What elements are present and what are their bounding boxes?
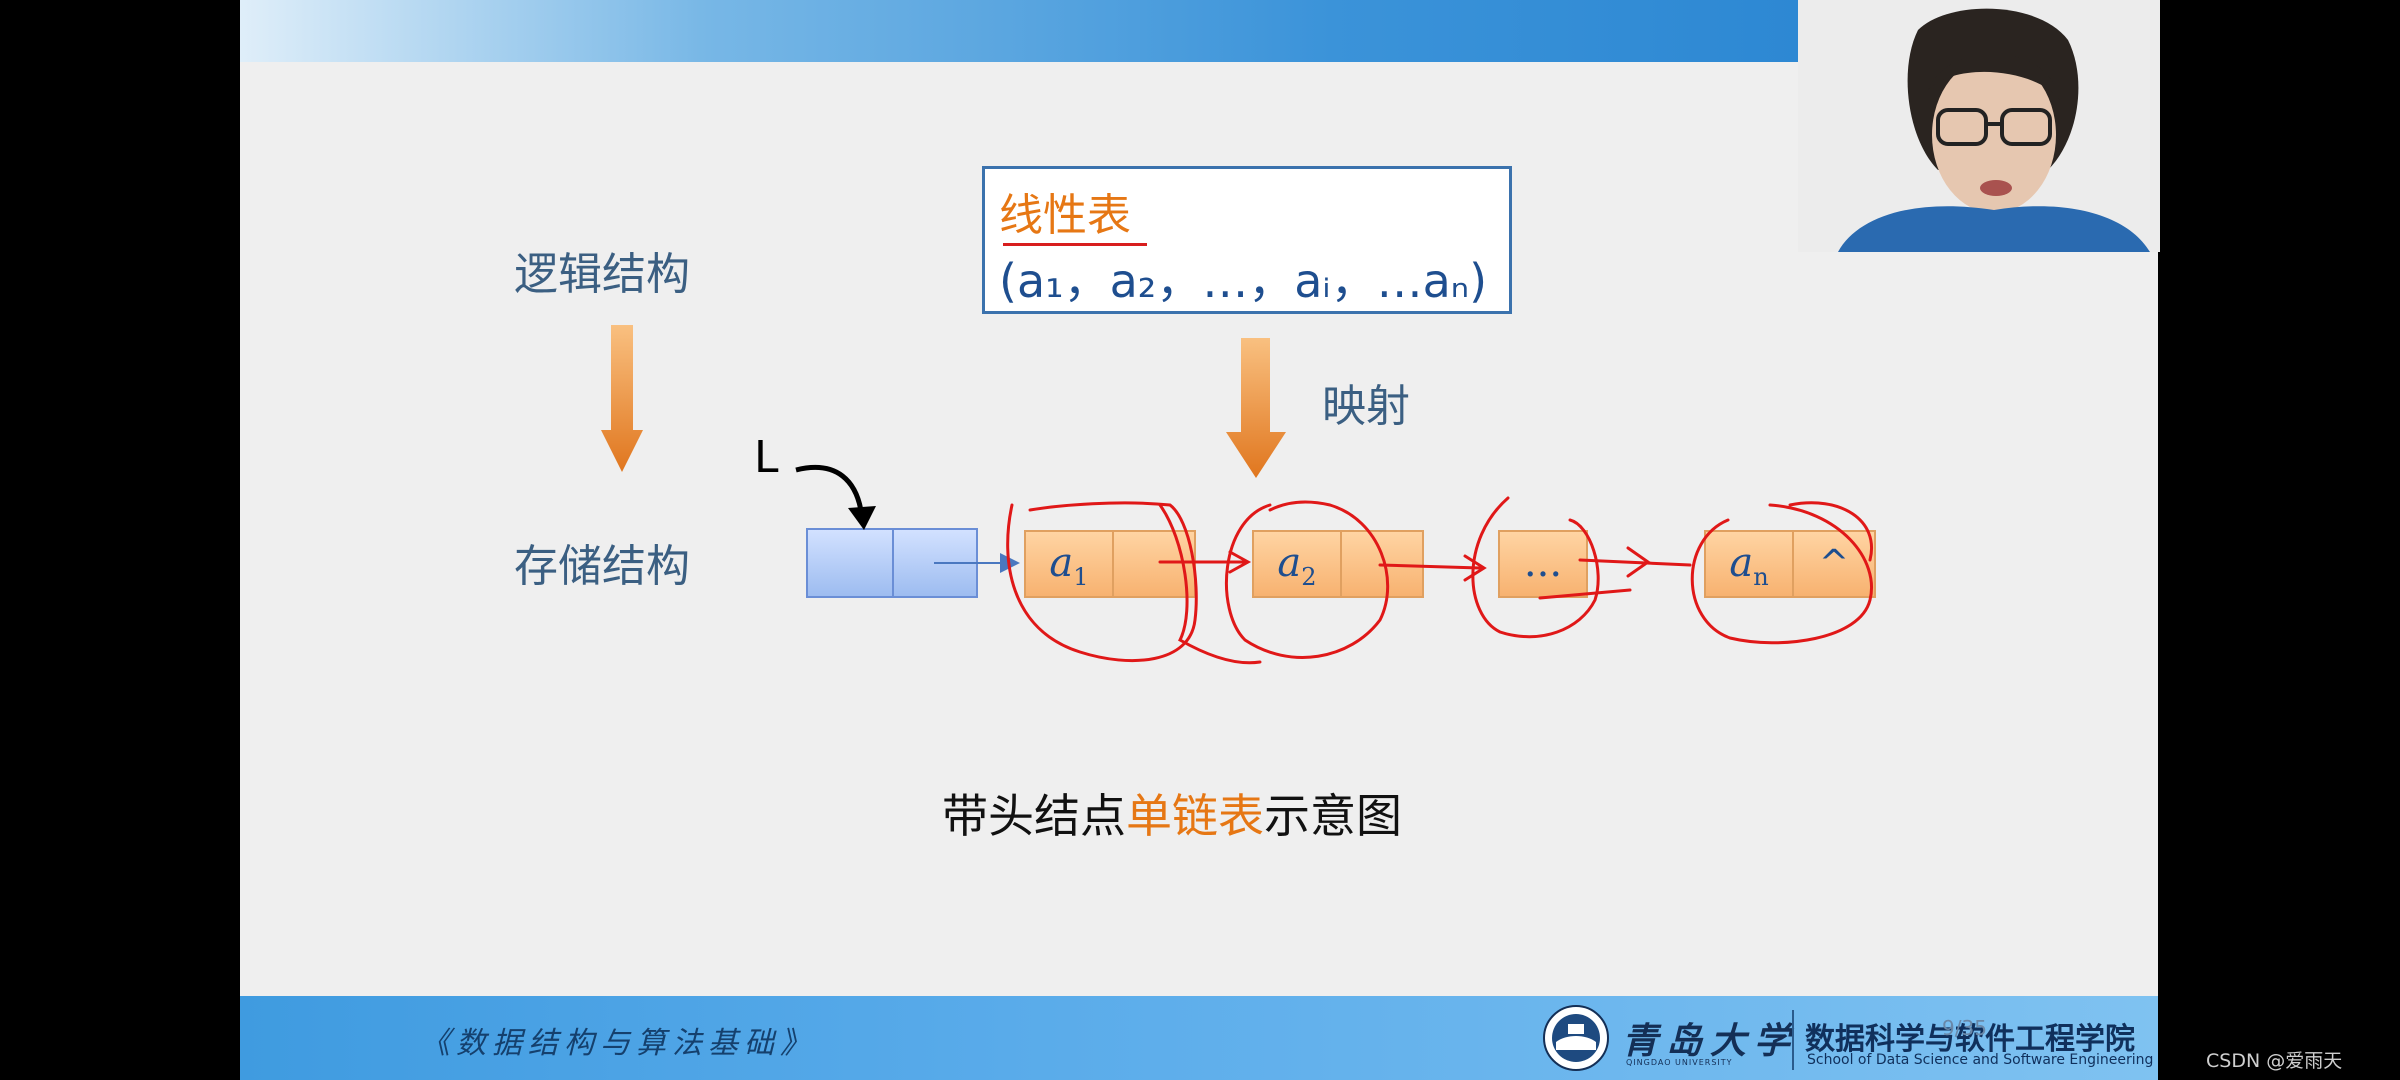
L-pointer-arrow xyxy=(795,464,865,519)
red-annotations xyxy=(1006,496,1873,665)
title-underline xyxy=(1003,243,1147,246)
mapping-arrow xyxy=(1226,338,1286,478)
linear-list-box: 线性表 (a₁，a₂，…，aᵢ，…aₙ) xyxy=(982,166,1512,314)
slide-top-band xyxy=(240,0,1798,62)
storage-structure-label: 存储结构 xyxy=(514,541,690,592)
list-node-an: an ^ xyxy=(1704,530,1876,598)
head-pointer-label: L xyxy=(754,432,779,483)
footer-divider xyxy=(1792,1010,1794,1070)
page-number: 9/35 xyxy=(1942,1016,1987,1040)
linear-list-title: 线性表 xyxy=(999,190,1131,241)
list-node-a1: a1 xyxy=(1024,530,1196,598)
slide-footer-band xyxy=(240,996,2158,1080)
university-name-en: QINGDAO UNIVERSITY xyxy=(1626,1058,1733,1067)
instructor-webcam xyxy=(1798,0,2160,252)
university-name: 青岛大学 xyxy=(1622,1020,1799,1062)
mapping-label: 映射 xyxy=(1322,381,1410,432)
diagram-caption: 带头结点单链表示意图 xyxy=(942,789,1402,843)
school-name-en: School of Data Science and Software Engi… xyxy=(1807,1052,2154,1068)
null-pointer-symbol: ^ xyxy=(1818,543,1850,584)
linear-list-formula: (a₁，a₂，…，aᵢ，…aₙ) xyxy=(999,254,1488,308)
logic-to-storage-arrow xyxy=(601,325,643,472)
course-title: 《数据结构与算法基础》 xyxy=(420,1026,816,1061)
school-name: 数据科学与软件工程学院 xyxy=(1805,1022,2135,1057)
slide-graphics xyxy=(601,325,1873,665)
csdn-watermark: CSDN @爱雨天 xyxy=(2206,1050,2343,1072)
university-logo-icon xyxy=(1543,1005,1609,1071)
presenter-video xyxy=(1798,0,2160,252)
list-node-ellipsis: ... xyxy=(1498,530,1588,598)
logical-structure-label: 逻辑结构 xyxy=(514,249,690,300)
